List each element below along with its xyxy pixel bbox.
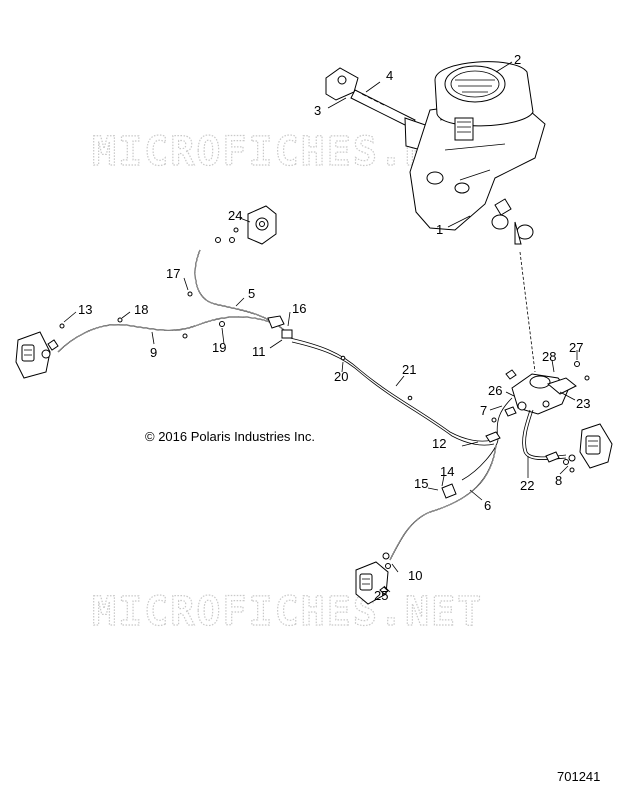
callout-9: 9 [150, 345, 157, 360]
callout-16: 16 [292, 301, 306, 316]
callout-11: 11 [252, 344, 266, 359]
junction-block [505, 361, 590, 415]
callout-13: 13 [78, 302, 92, 317]
callout-26: 26 [488, 383, 502, 398]
callout-18: 18 [134, 302, 148, 317]
callout-14: 14 [440, 464, 454, 479]
callout-17: 17 [166, 266, 180, 281]
diagram-number: 701241 [557, 769, 601, 784]
top-caliper [215, 205, 277, 245]
callout-15: 15 [414, 476, 428, 491]
callout-7: 7 [480, 403, 487, 418]
callout-21: 21 [402, 362, 416, 377]
callout-2: 2 [514, 52, 521, 67]
watermark-bottom: MICROFICHES.NET [92, 589, 483, 635]
callout-1: 1 [436, 222, 443, 237]
copyright-notice: © 2016 Polaris Industries Inc. [145, 429, 315, 444]
callout-27: 27 [569, 340, 583, 355]
callout-10: 10 [408, 568, 422, 583]
leader-lines [63, 61, 578, 593]
brake-lines [57, 249, 567, 561]
callout-12: 12 [432, 436, 446, 451]
callout-28: 28 [542, 349, 556, 364]
master-cylinder [325, 61, 546, 245]
bottom-caliper [355, 552, 391, 605]
callout-24: 24 [228, 208, 242, 223]
callout-3: 3 [314, 103, 321, 118]
callout-5: 5 [248, 286, 255, 301]
callout-22: 22 [520, 478, 534, 493]
callout-25: 25 [374, 588, 388, 603]
callout-19: 19 [212, 340, 226, 355]
callout-6: 6 [484, 498, 491, 513]
callout-23: 23 [576, 396, 590, 411]
callout-8: 8 [555, 473, 562, 488]
callout-20: 20 [334, 369, 348, 384]
callout-4: 4 [386, 68, 393, 83]
left-caliper [15, 331, 59, 379]
right-caliper [563, 423, 613, 473]
callouts: 1 2 3 4 5 6 7 8 9 10 11 12 13 14 15 16 1… [78, 52, 590, 603]
